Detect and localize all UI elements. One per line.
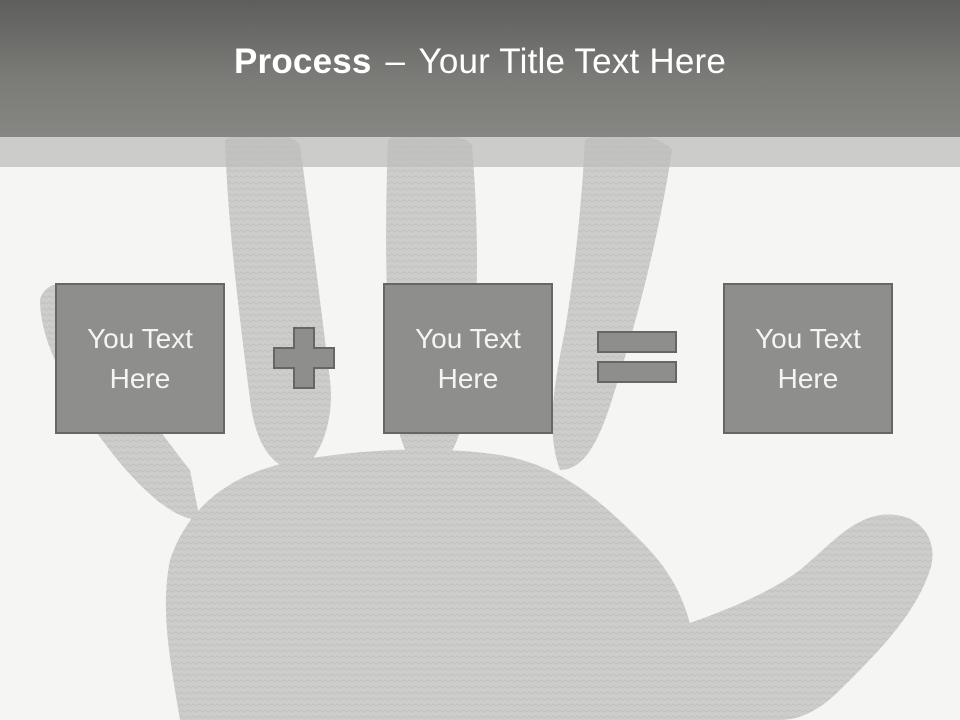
text-box-3-label: You Text Here <box>755 322 861 394</box>
text-box-2-label: You Text Here <box>415 322 521 394</box>
slide-title[interactable]: Process – Your Title Text Here <box>234 42 726 82</box>
equals-icon <box>597 331 677 383</box>
text-box-1[interactable]: You Text Here <box>55 283 225 434</box>
text-box-1-label: You Text Here <box>87 322 193 394</box>
title-bar: Process – Your Title Text Here <box>0 0 960 137</box>
plus-icon <box>273 327 335 389</box>
title-underband <box>0 137 960 167</box>
title-rest-part: Your Title Text Here <box>418 41 726 81</box>
title-bold-part: Process <box>233 41 372 81</box>
title-separator: – <box>385 41 406 81</box>
text-box-3[interactable]: You Text Here <box>723 283 893 434</box>
text-box-2[interactable]: You Text Here <box>383 283 553 434</box>
